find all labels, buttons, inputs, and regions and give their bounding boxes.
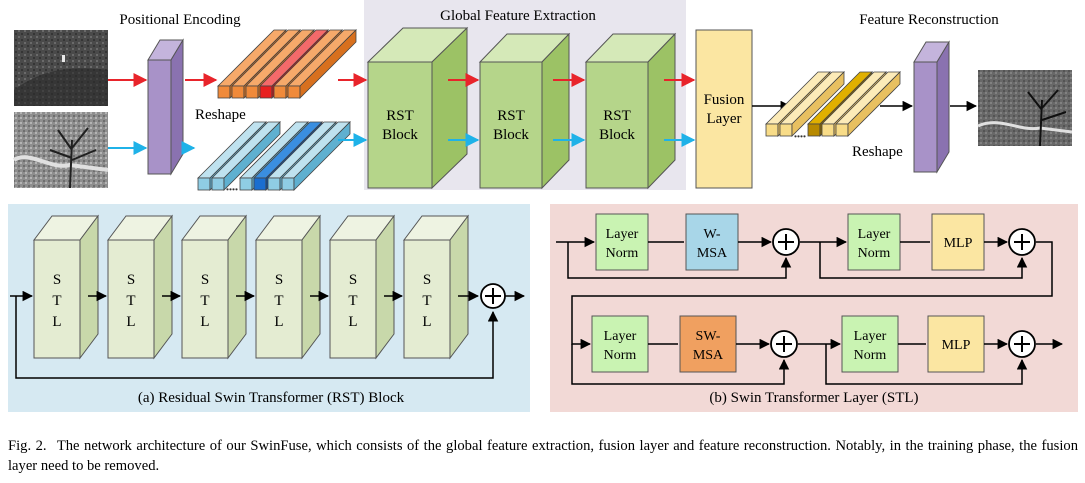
panel-b-caption: (b) Swin Transformer Layer (STL) [709, 390, 918, 406]
layer-norm-box: Layer Norm [841, 315, 899, 373]
panel-a-rst-block: S T L S T L S T L S T L [8, 204, 530, 412]
stl-letter: L [52, 314, 61, 330]
fused-output-image [977, 70, 1073, 147]
fusion-layer-label: Layer [707, 111, 742, 127]
add-node [772, 228, 800, 256]
fusion-layer: Fusion Layer [695, 29, 753, 189]
rst-block-label: RST [603, 108, 631, 124]
rst-block-3: RST Block [584, 32, 677, 190]
stl-letter: S [349, 272, 357, 288]
stl-block-3: S T L [181, 214, 247, 360]
stl-block-1: S T L [33, 214, 99, 360]
reshape-label-right: Reshape [852, 144, 903, 160]
swmsa-box: SW- MSA [679, 315, 737, 373]
stl-letter: L [422, 314, 431, 330]
fused-token-stack: .... [765, 71, 901, 140]
panel-b-stl: Layer Norm W- MSA Layer Norm MLP Layer N… [550, 204, 1078, 412]
positional-encoding-title: Positional Encoding [119, 12, 241, 28]
layer-norm-box: Layer Norm [591, 315, 649, 373]
panel-b-arrows [556, 236, 1064, 385]
stl-letter: S [53, 272, 61, 288]
figure-label: Fig. 2. [8, 438, 47, 454]
rst-block-label: Block [493, 127, 529, 143]
infrared-token-stack [217, 29, 357, 99]
svg-text:MLP: MLP [944, 236, 973, 251]
figure-caption-text: The network architecture of our SwinFuse… [8, 438, 1078, 474]
panel-a-arrows [10, 290, 526, 379]
stl-block-6: S T L [403, 214, 469, 360]
stl-letter: T [348, 293, 357, 309]
stl-letter: T [126, 293, 135, 309]
svg-text:SW-: SW- [696, 329, 721, 344]
add-node [480, 283, 506, 309]
mlp-box: MLP [931, 213, 985, 271]
stl-letter: L [200, 314, 209, 330]
stl-letter: L [348, 314, 357, 330]
visible-input-image [12, 112, 109, 189]
stl-letter: T [422, 293, 431, 309]
stl-letter: L [126, 314, 135, 330]
svg-text:Norm: Norm [854, 348, 887, 363]
stl-block-4: S T L [255, 214, 321, 360]
reshape-label-left: Reshape [195, 107, 246, 123]
rst-block-2: RST Block [478, 32, 571, 190]
stl-letter: S [423, 272, 431, 288]
rst-block-label: RST [386, 108, 414, 124]
stl-block-2: S T L [107, 214, 173, 360]
feature-reconstruction-title: Feature Reconstruction [859, 12, 999, 28]
svg-text:MLP: MLP [942, 338, 971, 353]
positional-encoding-slab [147, 38, 184, 176]
stl-letter: S [201, 272, 209, 288]
rst-block-1: RST Block [366, 26, 469, 190]
svg-text:Norm: Norm [858, 246, 891, 261]
global-feature-title: Global Feature Extraction [440, 8, 596, 24]
infrared-input-image [14, 30, 108, 106]
svg-text:Layer: Layer [604, 329, 637, 344]
mlp-box: MLP [927, 315, 985, 373]
stl-letter: L [274, 314, 283, 330]
figure-caption: Fig. 2. The network architecture of our … [8, 436, 1078, 476]
fusion-layer-label: Fusion [704, 92, 745, 108]
add-node [1008, 228, 1036, 256]
stl-block-5: S T L [329, 214, 395, 360]
svg-text:Layer: Layer [858, 227, 891, 242]
svg-text:MSA: MSA [697, 246, 728, 261]
svg-text:Norm: Norm [604, 348, 637, 363]
stl-letter: T [52, 293, 61, 309]
stl-letter: S [127, 272, 135, 288]
add-node [1008, 330, 1036, 358]
svg-text:....: .... [794, 126, 806, 140]
reconstruction-slab [913, 40, 950, 174]
layer-norm-box: Layer Norm [847, 213, 901, 271]
rst-block-label: Block [382, 127, 418, 143]
layer-norm-box: Layer Norm [595, 213, 649, 271]
add-node [770, 330, 798, 358]
stl-letter: T [274, 293, 283, 309]
panel-a-caption: (a) Residual Swin Transformer (RST) Bloc… [138, 390, 405, 406]
svg-text:MSA: MSA [693, 348, 724, 363]
wmsa-box: W- MSA [685, 213, 739, 271]
rst-block-label: Block [599, 127, 635, 143]
svg-text:....: .... [226, 179, 238, 193]
svg-text:Layer: Layer [606, 227, 639, 242]
visible-token-stack: .... [197, 121, 351, 193]
svg-text:Norm: Norm [606, 246, 639, 261]
top-architecture: Positional Encoding Global Feature Extra… [12, 0, 1073, 193]
stl-letter: T [200, 293, 209, 309]
stl-letter: S [275, 272, 283, 288]
svg-text:Layer: Layer [854, 329, 887, 344]
rst-block-label: RST [497, 108, 525, 124]
svg-text:W-: W- [703, 227, 720, 242]
